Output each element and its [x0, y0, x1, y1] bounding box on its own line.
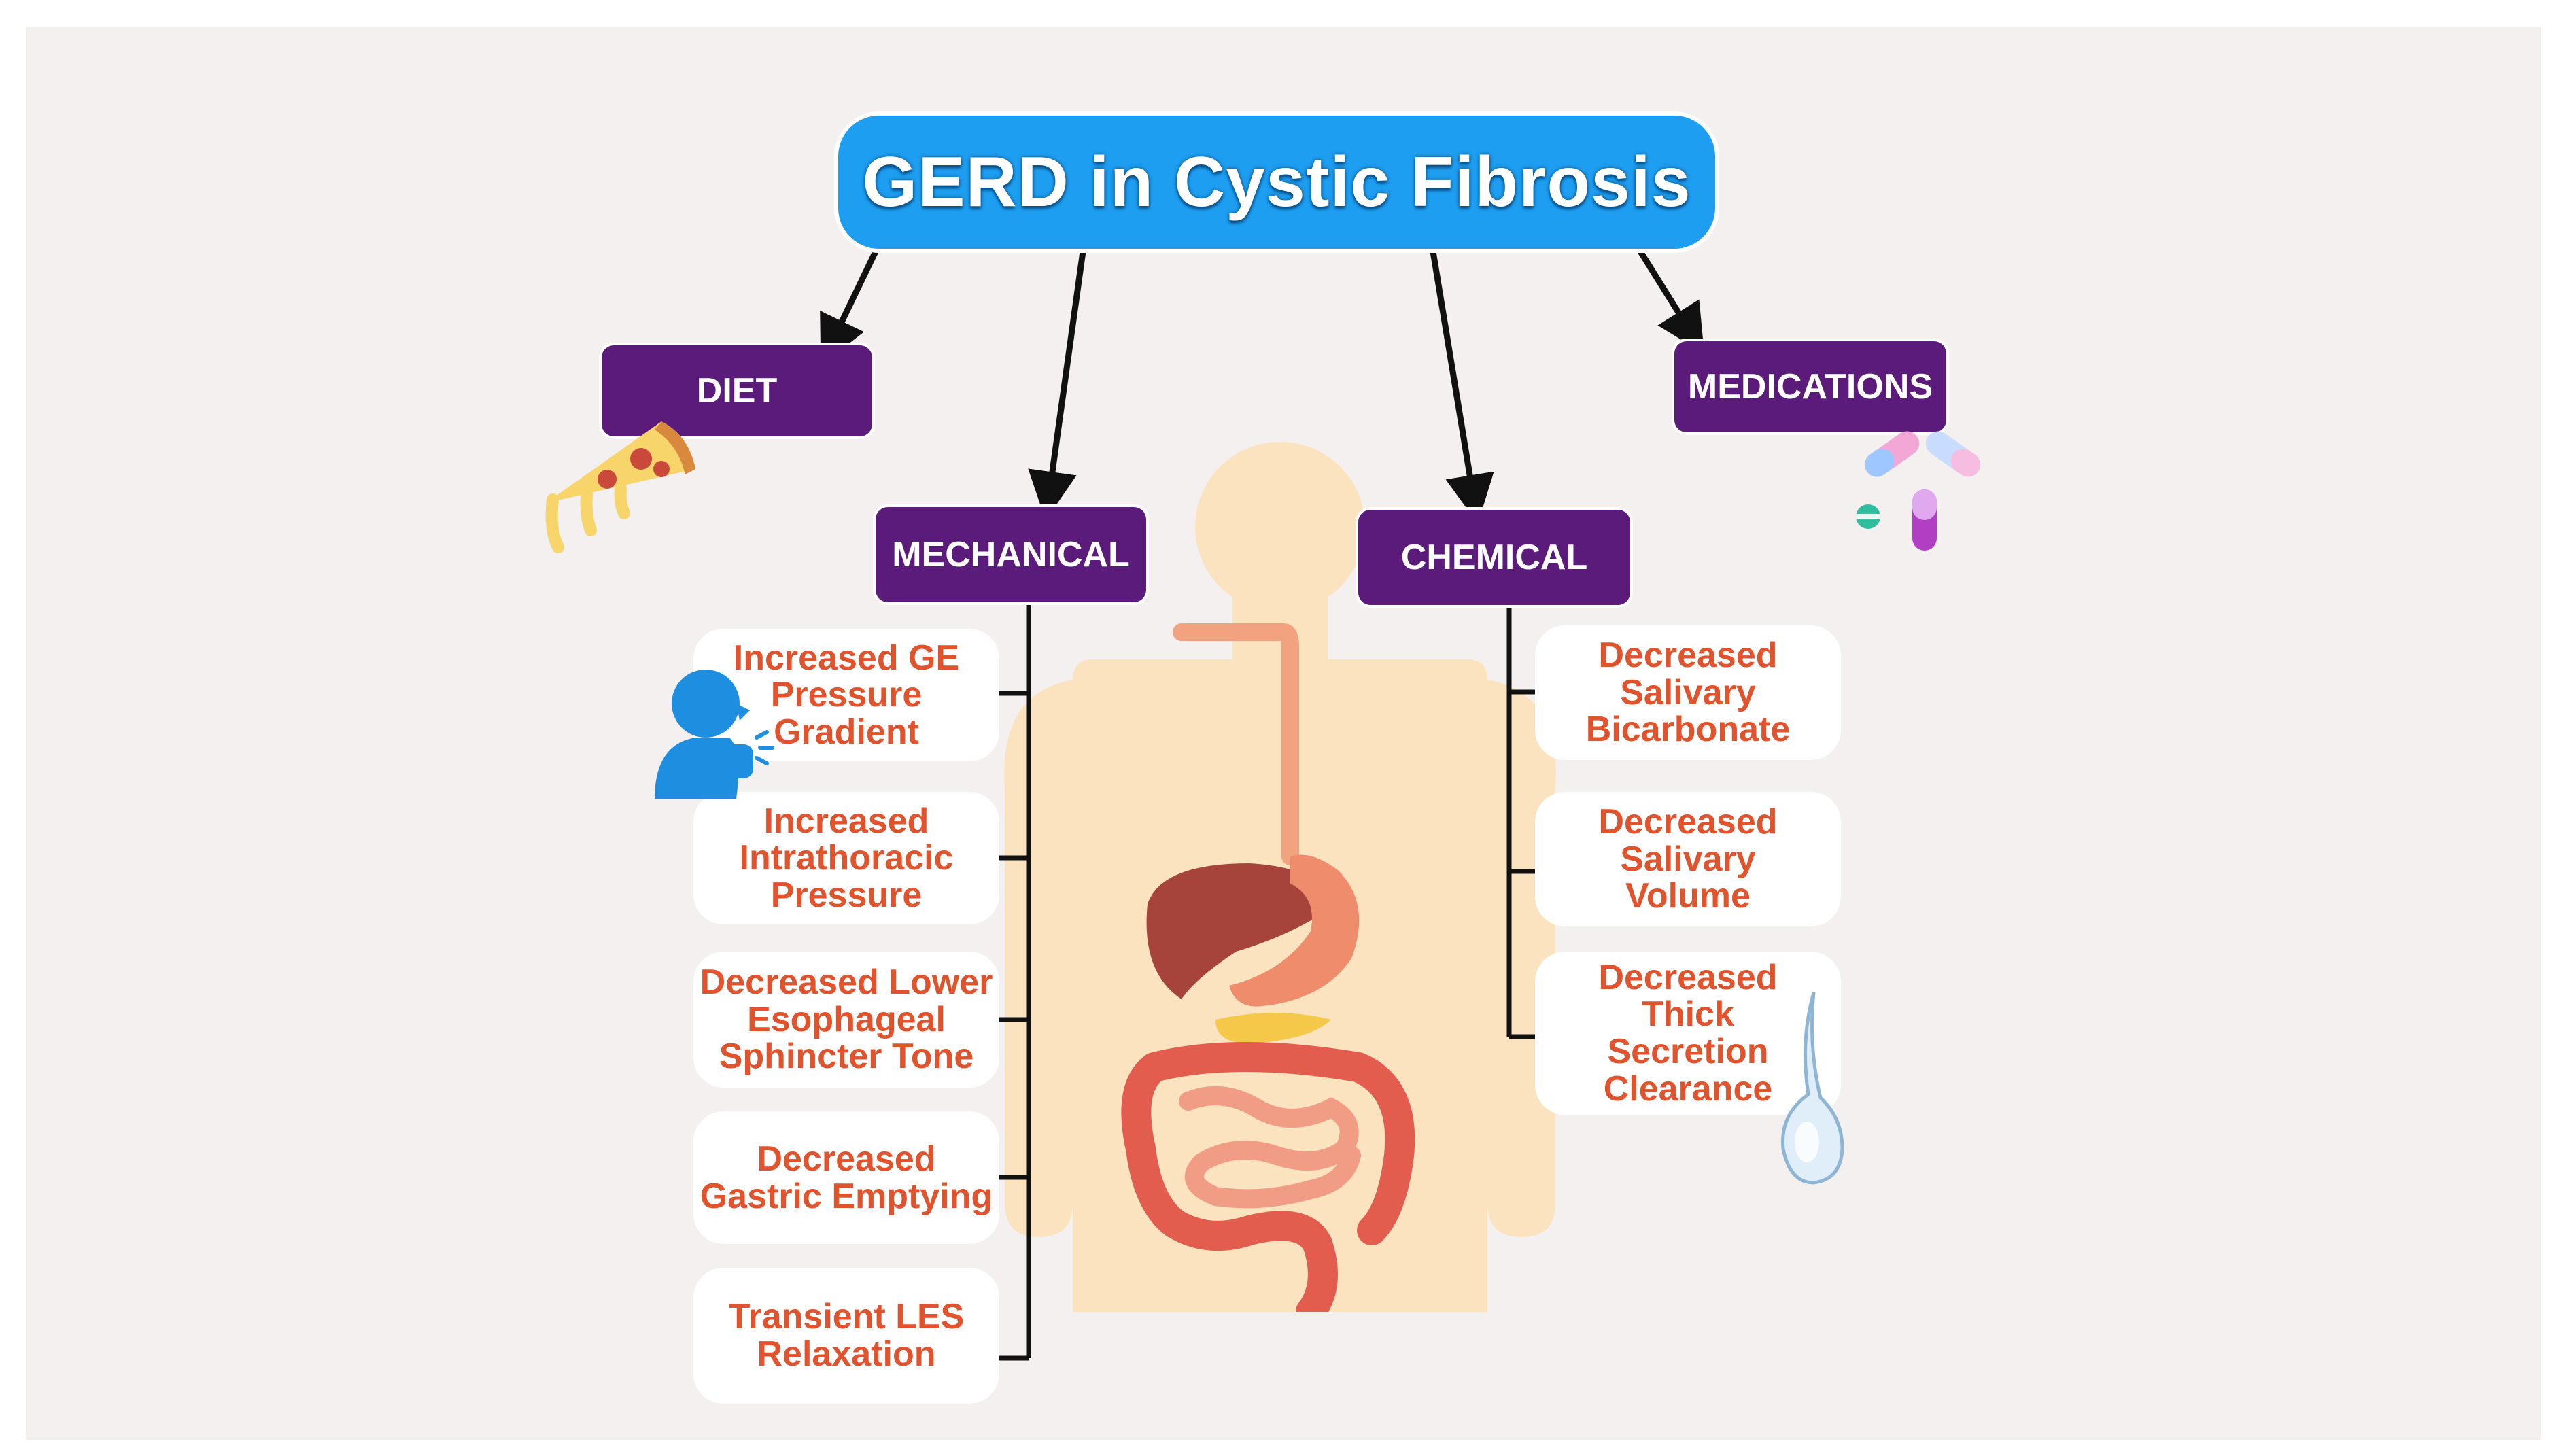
- connector-lines: [820, 249, 1705, 1361]
- chemical-item: Decreased Salivary Bicarbonate: [1535, 625, 1841, 760]
- mechanical-item-label: Increased Intrathoracic Pressure: [739, 801, 954, 915]
- pills-icon: [1856, 431, 1981, 551]
- arrow-to-mechanical: [1028, 251, 1086, 521]
- digestive-system-icon: [1004, 442, 1556, 1312]
- diagram-title: GERD in Cystic Fibrosis: [862, 142, 1691, 222]
- chemical-item: Decreased Thick Secretion Clearance: [1535, 952, 1841, 1115]
- mechanical-item: Increased GE Pressure Gradient: [693, 629, 999, 761]
- mechanical-item-label: Transient LES Relaxation: [728, 1297, 965, 1374]
- mechanical-item-label: Decreased Gastric Emptying: [700, 1139, 993, 1216]
- mechanical-item: Decreased Gastric Emptying: [693, 1111, 999, 1244]
- pizza-icon: [545, 421, 695, 553]
- coughing-person-icon: [655, 670, 774, 799]
- category-medications: MEDICATIONS: [1674, 341, 1946, 432]
- category-diet-label: DIET: [696, 371, 778, 411]
- title-box: GERD in Cystic Fibrosis: [838, 116, 1715, 249]
- mechanical-item: Decreased Lower Esophageal Sphincter Ton…: [693, 952, 999, 1088]
- chemical-bracket: [1506, 605, 1535, 1039]
- mechanical-bracket: [998, 605, 1031, 1361]
- category-medications-label: MEDICATIONS: [1687, 367, 1933, 406]
- chemical-item: Decreased Salivary Volume: [1535, 792, 1841, 926]
- category-chemical: CHEMICAL: [1358, 510, 1630, 605]
- mechanical-item: Transient LES Relaxation: [693, 1268, 999, 1404]
- chemical-item-label: Decreased Salivary Bicarbonate: [1585, 636, 1791, 750]
- mechanical-item-label: Decreased Lower Esophageal Sphincter Ton…: [700, 963, 993, 1077]
- category-mechanical-label: MECHANICAL: [892, 535, 1130, 574]
- droplet-icon: [1780, 992, 1844, 1185]
- category-chemical-label: CHEMICAL: [1400, 538, 1588, 577]
- mechanical-item: Increased Intrathoracic Pressure: [693, 792, 999, 924]
- category-mechanical: MECHANICAL: [876, 507, 1146, 602]
- arrow-to-diet: [820, 250, 879, 366]
- category-diet: DIET: [602, 345, 872, 436]
- chemical-item-label: Decreased Thick Secretion Clearance: [1598, 957, 1778, 1109]
- arrow-to-chemical: [1430, 251, 1494, 524]
- chemical-item-label: Decreased Salivary Volume: [1598, 802, 1778, 916]
- mechanical-item-label: Increased GE Pressure Gradient: [733, 638, 960, 752]
- diagram-canvas: GERD in Cystic Fibrosis DIET MEDICATIONS…: [26, 27, 2541, 1440]
- arrow-to-medications: [1638, 249, 1705, 354]
